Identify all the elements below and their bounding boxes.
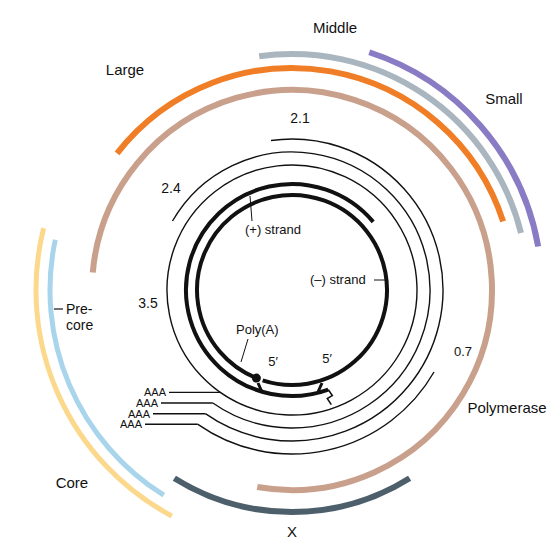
tail-line <box>145 424 198 425</box>
terminal-protein <box>252 374 261 383</box>
polya-tail: AAA <box>144 387 166 398</box>
gene-name: Polymerase <box>467 399 546 416</box>
gene-name: Core <box>56 474 89 491</box>
gene-name: Small <box>485 90 523 107</box>
rna-primer <box>327 390 332 405</box>
transcript-size: 2.1 <box>290 110 309 126</box>
leader-line <box>374 280 386 281</box>
leader-line <box>250 196 252 221</box>
strand-label: (–) strand <box>310 273 366 288</box>
gene-name: Pre- core <box>66 301 100 333</box>
plus-strand <box>186 184 373 396</box>
precore-arc <box>50 240 164 496</box>
gene-name: Large <box>106 61 144 78</box>
repeat-mark <box>258 383 322 392</box>
transcript-size: 0.7 <box>454 345 472 360</box>
polya-tail: AAA <box>120 419 142 430</box>
polya-tail: AAA <box>136 398 158 409</box>
minus-strand <box>197 195 387 385</box>
gene-name: Middle <box>313 19 357 36</box>
tail-line <box>153 413 205 414</box>
tail-line <box>161 402 213 403</box>
polymerase-arc <box>93 90 492 490</box>
transcript-arc <box>205 139 443 441</box>
x-arc <box>174 478 409 512</box>
end-label: 5′ <box>268 355 278 370</box>
middle-arc <box>259 54 521 233</box>
site-label: Poly(A) <box>236 323 279 338</box>
transcript-size: 2.4 <box>161 180 180 196</box>
transcript-arc <box>172 152 430 428</box>
tail-line <box>169 392 220 393</box>
core-arc <box>36 228 172 516</box>
transcript-arc <box>167 165 417 415</box>
strand-label: (+) strand <box>245 223 301 238</box>
gene-name: X <box>287 523 297 540</box>
transcript-size: 3.5 <box>138 295 157 311</box>
leader-line <box>54 308 63 309</box>
end-label: 5′ <box>322 352 332 367</box>
leader-line <box>241 339 248 362</box>
transcript-arc <box>198 372 434 454</box>
